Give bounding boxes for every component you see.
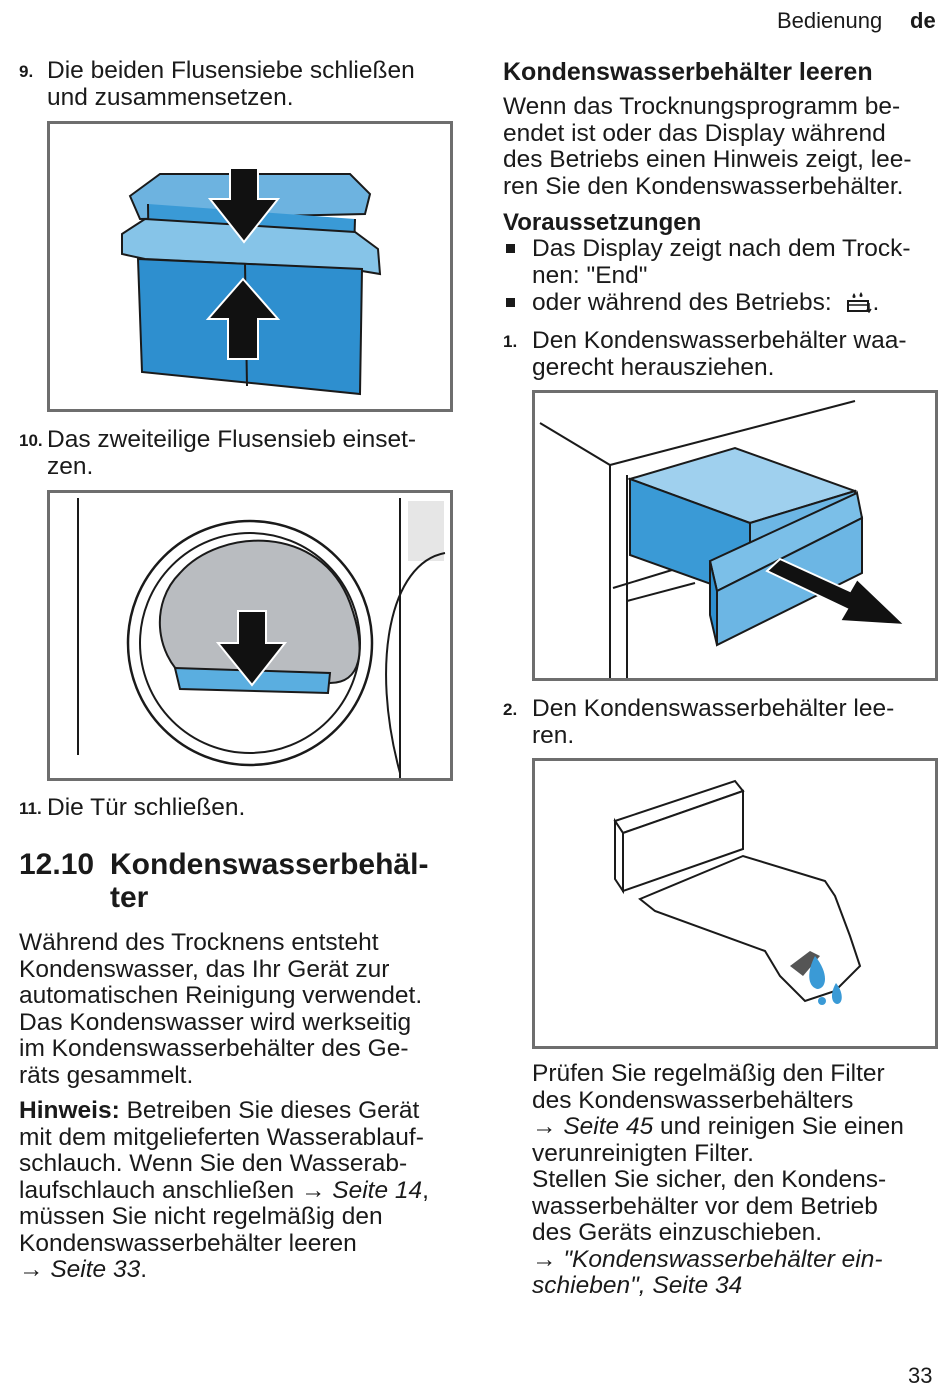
step-9-number: 9. — [19, 62, 34, 81]
link-page-33[interactable]: Seite 33 — [50, 1256, 141, 1283]
water-drop-icon — [809, 956, 825, 989]
step-1-text: Den Kondenswasserbehälter waa- gerecht h… — [532, 327, 907, 381]
condensate-tank-icon — [846, 291, 873, 320]
arrow-right-icon: → — [19, 1256, 44, 1283]
arrow-down-icon — [215, 610, 288, 687]
step-2-number: 2. — [503, 700, 518, 719]
figure-insert-lint-filter — [47, 490, 453, 781]
arrow-right-icon: → — [532, 1113, 557, 1140]
header-language: de — [910, 8, 936, 33]
page-number: 33 — [908, 1363, 933, 1388]
prerequisite-1: Das Display zeigt nach dem Trock- nen: "… — [532, 235, 911, 289]
prerequisite-2: oder während des Betriebs: . — [532, 289, 879, 320]
note-block: Hinweis: Betreiben Sie dieses Gerät mit … — [19, 1097, 429, 1283]
prerequisites-title: Voraussetzungen — [503, 209, 702, 236]
filter-check-note: Prüfen Sie regelmäßig den Filter des Kon… — [532, 1060, 904, 1299]
step-9-text: Die beiden Flusensiebe schließen und zus… — [47, 57, 415, 111]
water-drop-icon — [831, 983, 842, 1004]
empty-tank-intro: Wenn das Trocknungsprogramm be- endet is… — [503, 93, 912, 200]
bullet — [506, 298, 515, 307]
step-11-text: Die Tür schließen. — [47, 794, 246, 821]
arrow-up-icon — [205, 277, 281, 360]
subheading-empty-tank: Kondenswasserbehälter leeren — [503, 58, 873, 86]
section-number: 12.10 — [19, 848, 95, 881]
arrow-right-icon — [765, 557, 908, 627]
step-1-number: 1. — [503, 332, 518, 351]
link-insert-tank[interactable]: "Kondenswasserbehälter ein- — [563, 1245, 883, 1273]
link-page-14[interactable]: Seite 14 — [332, 1176, 423, 1204]
figure-empty-tank — [532, 758, 938, 1049]
step-10-text: Das zweiteilige Flusensieb einset- zen. — [47, 426, 417, 480]
link-page-45[interactable]: Seite 45 — [563, 1113, 654, 1140]
arrow-right-icon: → — [532, 1245, 557, 1273]
figure-lint-filters-close — [47, 121, 453, 412]
arrow-down-icon — [207, 167, 281, 244]
link-insert-tank-cont[interactable]: schieben", Seite 34 — [532, 1272, 743, 1299]
arrow-right-icon: → — [300, 1176, 326, 1204]
section-title: Kondenswasserbehäl- ter — [110, 848, 429, 914]
note-label: Hinweis: — [19, 1097, 120, 1124]
step-2-text: Den Kondenswasserbehälter lee- ren. — [532, 695, 895, 749]
section-intro: Während des Trocknens entsteht Kondenswa… — [19, 929, 423, 1089]
bullet — [506, 244, 515, 253]
figure-pull-out-tank — [532, 390, 938, 681]
step-10-number: 10. — [19, 431, 43, 450]
header-section: Bedienung — [777, 8, 883, 33]
step-11-number: 11. — [19, 799, 42, 818]
